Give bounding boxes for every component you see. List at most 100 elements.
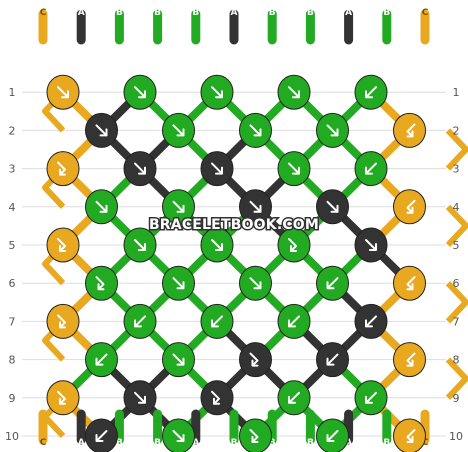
row-label: 1	[9, 86, 16, 99]
knot	[277, 74, 311, 110]
strand-letter: B	[154, 8, 161, 18]
knot	[46, 151, 80, 187]
knot-arrow	[211, 239, 223, 251]
knot	[162, 265, 195, 301]
knot-arrow	[95, 276, 105, 291]
knot-arrow	[406, 429, 416, 443]
knot-arrow	[57, 161, 66, 176]
row-label: 10	[5, 430, 19, 443]
knot	[316, 189, 349, 225]
knot-arrow	[172, 277, 185, 290]
knot-arrow	[57, 390, 66, 405]
knot	[46, 74, 80, 110]
knot-arrow	[365, 239, 377, 251]
strand-letter: A	[345, 8, 352, 18]
knot	[316, 342, 349, 378]
strand-letter: A	[345, 438, 352, 448]
knot	[162, 189, 195, 225]
knot	[277, 227, 311, 263]
knot-arrow	[365, 86, 377, 99]
knot-arrow	[57, 314, 66, 329]
knot	[200, 380, 234, 416]
strand-letter: B	[307, 438, 314, 448]
strand-letter: B	[116, 8, 123, 18]
row-label: 9	[9, 392, 16, 405]
knot	[393, 112, 426, 148]
knot-arrow	[211, 390, 220, 405]
knot	[239, 342, 272, 378]
strand-letter: A	[192, 438, 199, 448]
knot-arrow	[57, 238, 66, 252]
strand-letter: C	[422, 8, 429, 18]
knot	[46, 303, 80, 339]
knot-arrow	[211, 162, 223, 175]
knot-arrow	[365, 391, 377, 404]
row-label: 5	[453, 239, 460, 252]
knot-arrow	[134, 391, 146, 404]
row-label: 2	[9, 124, 16, 137]
edge-thread	[445, 204, 468, 248]
knot	[123, 303, 157, 339]
knot	[239, 265, 272, 301]
knot-arrow	[95, 353, 108, 366]
strand-letter: B	[269, 8, 276, 18]
knot-arrow	[249, 277, 262, 290]
strand-letter: B	[383, 438, 390, 448]
row-label: 7	[9, 315, 16, 328]
knot	[200, 74, 234, 110]
knot	[277, 151, 311, 187]
knot	[200, 151, 234, 187]
knot-arrow	[57, 86, 69, 99]
knot	[393, 265, 426, 301]
knot	[200, 227, 234, 263]
knot	[316, 112, 349, 148]
knot-arrow	[365, 162, 377, 175]
row-label: 10	[449, 430, 463, 443]
knot-arrow	[95, 430, 108, 442]
knot-arrow	[326, 353, 339, 366]
knot-arrow	[211, 86, 223, 99]
strand-letter: B	[231, 438, 238, 448]
knot-arrow	[249, 200, 262, 213]
knot-arrow	[406, 352, 416, 367]
row-label: 3	[453, 163, 460, 176]
row-label: 9	[453, 392, 460, 405]
knot-arrow	[134, 86, 146, 99]
knot-arrow	[249, 124, 262, 137]
knot-arrow	[134, 162, 146, 175]
knot-arrow	[134, 239, 146, 251]
knot-arrow	[172, 124, 185, 137]
knot	[354, 303, 388, 339]
knot	[162, 112, 195, 148]
knot-arrow	[288, 315, 300, 328]
knot-arrow	[326, 277, 339, 290]
knot	[123, 380, 157, 416]
strand-letter: C	[40, 8, 47, 18]
knot	[85, 342, 118, 378]
strand-letter: B	[192, 8, 199, 18]
knot	[200, 303, 234, 339]
knot	[316, 418, 349, 452]
knot-arrow	[406, 199, 416, 214]
strand-letter: B	[269, 438, 276, 448]
knot-arrow	[288, 86, 300, 99]
knot	[85, 112, 118, 148]
strand-letter: C	[40, 438, 47, 448]
strand-letter: B	[307, 8, 314, 18]
knot	[354, 227, 388, 263]
row-label: 4	[9, 201, 16, 214]
knot	[239, 418, 272, 452]
edge-thread	[445, 357, 468, 400]
knot-arrow	[406, 276, 416, 291]
row-label: 3	[9, 163, 16, 176]
knot-arrow	[365, 315, 377, 328]
knot	[85, 265, 118, 301]
knot-layer	[46, 74, 426, 452]
knot	[239, 189, 272, 225]
knot-arrow	[288, 162, 300, 175]
knot-arrow	[172, 200, 185, 213]
knot-arrow	[288, 391, 300, 404]
